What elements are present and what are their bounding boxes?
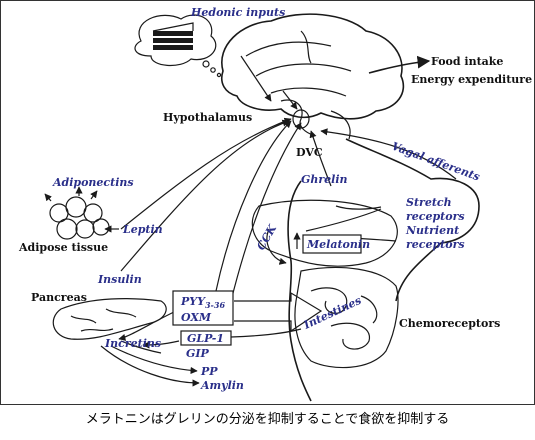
label-intestines: Intestines: [301, 294, 363, 332]
pancreas-outline: [52, 298, 167, 340]
label-chemoreceptors: Chemoreceptors: [399, 317, 500, 330]
label-leptin: Leptin: [122, 223, 163, 236]
connection-arrows: [100, 55, 457, 387]
cake-icon: [152, 22, 194, 50]
label-melatonin: Melatonin: [306, 238, 370, 251]
label-stretch: Stretch: [406, 196, 452, 209]
glp1-box: [180, 330, 232, 346]
intestines-outline: [294, 266, 399, 369]
label-ghrelin: Ghrelin: [301, 173, 348, 186]
label-pp: PP: [200, 365, 218, 378]
label-insulin: Insulin: [97, 273, 142, 286]
label-dvc: DVC: [296, 146, 323, 159]
label-cck: CCK: [254, 222, 279, 252]
label-adipose-tissue: Adipose tissue: [18, 241, 108, 254]
label-hedonic-inputs: Hedonic inputs: [190, 6, 285, 19]
label-vagal-afferents: Vagal afferents: [390, 140, 482, 184]
label-oxm: OXM: [181, 311, 212, 324]
label-nutrient-receptors: receptors: [406, 238, 465, 251]
label-amylin: Amylin: [200, 379, 244, 392]
stomach-outline: [251, 199, 398, 267]
label-stretch-receptors: receptors: [406, 210, 465, 223]
label-pyy: PYY3-36: [180, 295, 225, 310]
pyy-oxm-box: [172, 290, 234, 326]
figure-caption: メラトニンはグレリンの分泌を抑制することで食欲を抑制する: [85, 412, 450, 427]
melatonin-box: [302, 234, 362, 254]
label-adiponectins: Adiponectins: [52, 176, 134, 189]
label-pancreas: Pancreas: [31, 291, 87, 304]
diagram-frame: Hedonic inputs Food intake Energy expend…: [0, 0, 535, 405]
label-nutrient: Nutrient: [405, 224, 459, 237]
label-incretins: Incretins: [104, 337, 161, 350]
label-gip: GIP: [186, 347, 210, 360]
label-food-intake: Food intake: [431, 55, 503, 68]
adipose-cluster: [44, 186, 110, 240]
label-energy-expenditure: Energy expenditure: [411, 73, 532, 86]
label-glp1: GLP-1: [187, 332, 224, 345]
appetite-regulation-diagram: Hedonic inputs Food intake Energy expend…: [18, 6, 532, 402]
label-hypothalamus: Hypothalamus: [163, 111, 252, 124]
hedonic-bubble: [134, 14, 222, 78]
